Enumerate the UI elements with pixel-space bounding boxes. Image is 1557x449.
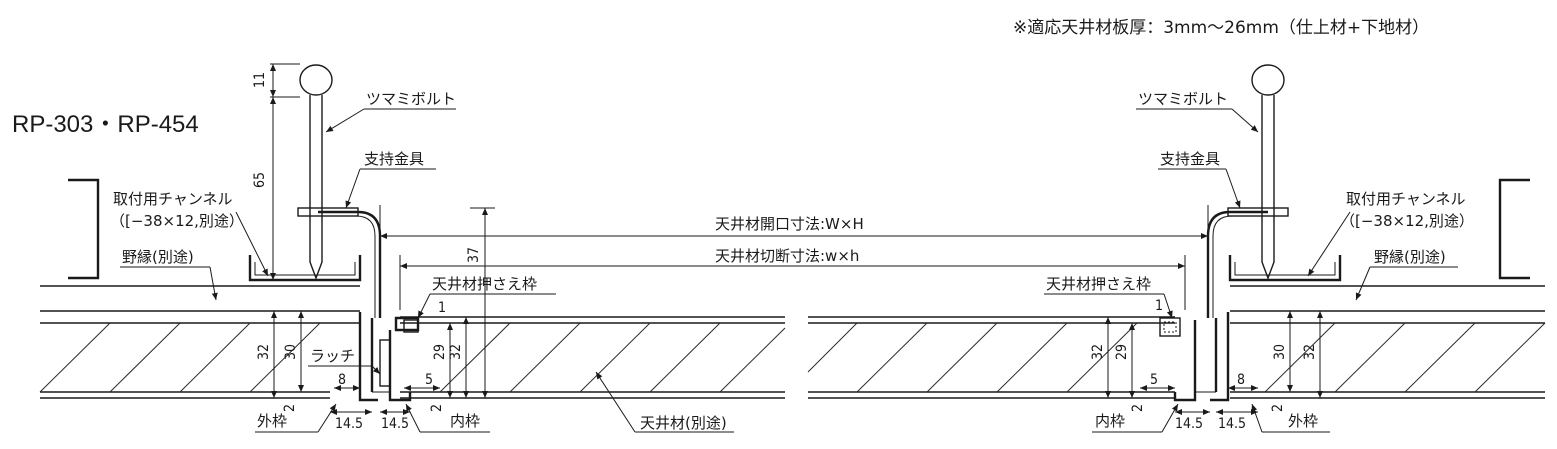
dim-1-left: 1 (438, 300, 446, 316)
dim-30-right: 30 (1272, 344, 1288, 360)
bracket-left (318, 210, 382, 318)
dim-14-5-right-b: 14.5 (1218, 416, 1246, 432)
ceiling-board-left (39, 310, 786, 399)
label-inner-frame-left: 内枠 (450, 412, 480, 430)
label-channel-left: 取付用チャンネル (113, 190, 233, 208)
dim-30-left: 30 (283, 344, 299, 360)
label-latch: ラッチ (310, 347, 355, 365)
dim-8-right: 8 (1237, 372, 1245, 388)
dim-1-right: 1 (1155, 298, 1163, 314)
channel-right (1228, 178, 1530, 282)
opening-dimension-label: 天井材開口寸法:W×H (715, 215, 864, 233)
dim-29-left: 29 (432, 344, 448, 360)
dim-2-inner-right: 2 (1130, 404, 1146, 412)
dim-32-inner-right: 32 (1090, 344, 1106, 360)
cut-dimension-label: 天井材切断寸法:w×h (715, 247, 859, 265)
label-nobuchi-left: 野縁(別途) (122, 248, 194, 266)
label-outer-frame-right: 外枠 (1288, 412, 1318, 430)
dim-8-left: 8 (338, 372, 346, 388)
dim-2-outer-left: 2 (282, 404, 298, 412)
label-press-frame-left: 天井材押さえ枠 (432, 275, 537, 293)
dim-32-outer-left: 32 (256, 344, 272, 360)
frame-assembly-right (1159, 312, 1230, 402)
dim-14-5-left-a: 14.5 (335, 416, 363, 432)
ceiling-board-right (807, 310, 1546, 399)
dim-14-5-right-a: 14.5 (1175, 416, 1203, 432)
label-channel-spec-left: （[−38×12,別途） (110, 212, 244, 230)
frame-assembly-left (358, 312, 420, 402)
dim-5-left: 5 (425, 372, 433, 388)
label-bracket-right: 支持金具 (1160, 150, 1220, 168)
knob-bolt-right (1227, 64, 1289, 280)
label-outer-frame-left: 外枠 (257, 412, 287, 430)
label-ceiling: 天井材(別途) (640, 414, 727, 432)
label-bolt-right: ツマミボルト (1138, 90, 1228, 108)
dim-32-outer-right: 32 (1302, 344, 1318, 360)
dim-29-right: 29 (1114, 344, 1130, 360)
label-bracket-left: 支持金具 (364, 150, 424, 168)
knob-bolt-left (297, 64, 359, 280)
dim-37: 37 (466, 247, 482, 263)
label-nobuchi-right: 野縁(別途) (1374, 248, 1446, 266)
label-channel-spec-right: （[−38×12,別途） (1340, 212, 1474, 230)
dim-5-right: 5 (1150, 372, 1158, 388)
label-channel-right: 取付用チャンネル (1346, 190, 1466, 208)
dim-65: 65 (252, 172, 268, 188)
bracket-right (1206, 210, 1268, 318)
label-bolt-left: ツマミボルト (366, 90, 456, 108)
thickness-note: ※適応天井材板厚：3mm〜26mm（仕上材+下地材） (1013, 18, 1429, 38)
dim-14-5-left-b: 14.5 (381, 416, 409, 432)
label-inner-frame-right: 内枠 (1095, 412, 1125, 430)
label-press-frame-right: 天井材押さえ枠 (1046, 275, 1151, 293)
dim-11: 11 (252, 72, 268, 88)
dim-2-outer-right: 2 (1270, 404, 1286, 412)
model-title: RP-303・RP-454 (12, 111, 199, 138)
channel-left (68, 178, 362, 282)
dim-2-inner-left: 2 (429, 404, 445, 412)
